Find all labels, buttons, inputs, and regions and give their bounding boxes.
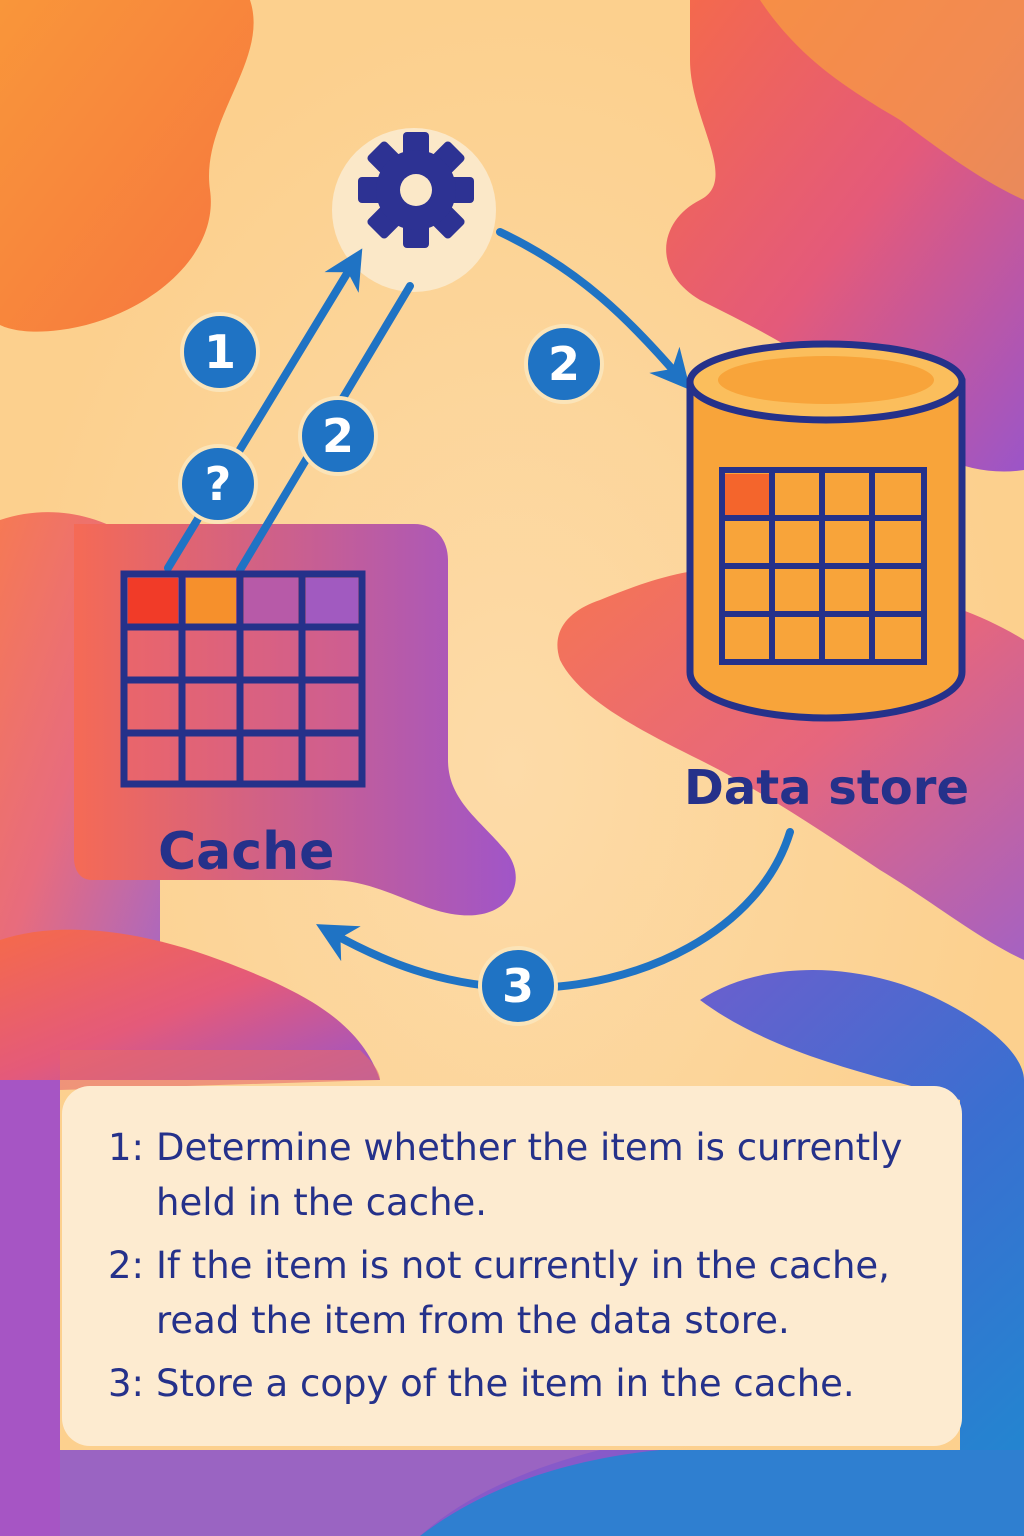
step-1-badge: 1 — [180, 312, 260, 392]
legend-step-2: 2: If the item is not currently in the c… — [108, 1244, 890, 1342]
arrow-processor-to-datastore — [496, 228, 691, 391]
legend-step-3: 3: Store a copy of the item in the cache… — [108, 1362, 855, 1405]
grid-table-icon — [120, 570, 366, 788]
processor-node — [332, 128, 496, 292]
cache-label: Cache — [158, 822, 335, 882]
legend-step-1: 1: Determine whether the item is current… — [108, 1126, 903, 1224]
gear-icon — [358, 132, 474, 248]
step-2-badge-left: 2 — [298, 396, 378, 476]
question-badge: ? — [178, 444, 258, 524]
data-store-label: Data store — [684, 760, 969, 816]
legend-panel: 1: Determine whether the item is current… — [62, 1086, 962, 1446]
step-2-badge-right: 2 — [524, 324, 604, 404]
database-cylinder-icon — [686, 340, 966, 722]
step-3-badge: 3 — [478, 946, 558, 1026]
arrow-datastore-to-cache — [316, 828, 794, 993]
